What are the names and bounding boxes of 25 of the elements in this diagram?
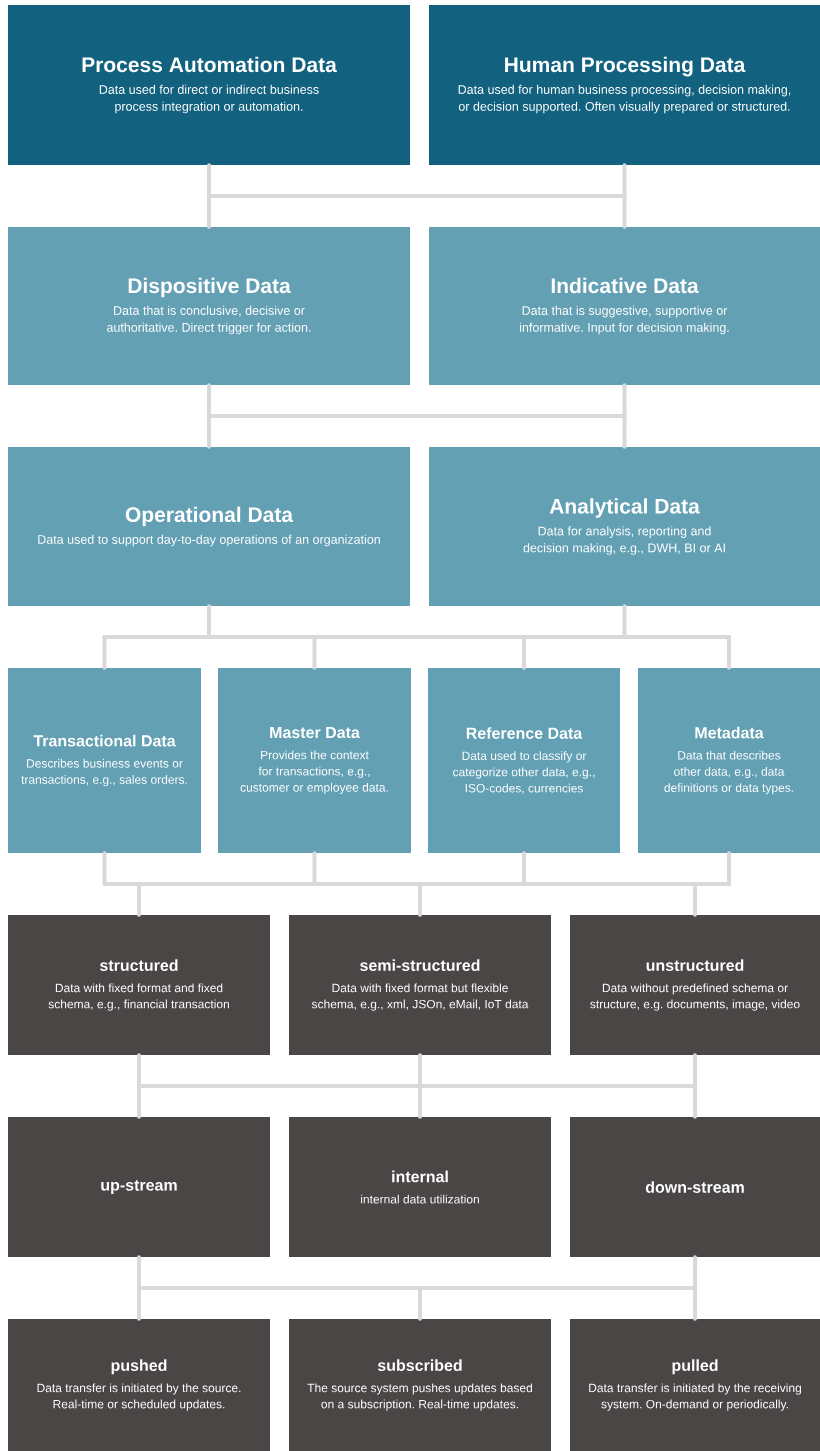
category-box: Master Data Provides the context for transactions, e.g., customer or employee data.: [218, 668, 411, 853]
category-box: Human Processing Data Data used for human business processing, decision making, or decision supported. Often visually prepared or structured.: [429, 5, 820, 165]
connector-line: [102, 604, 731, 670]
category-box: up-stream: [8, 1117, 270, 1257]
category-box: Metadata Data that describes other data, e.g., data definitions or data types.: [638, 668, 820, 853]
category-box: down-stream: [570, 1117, 820, 1257]
connector-line: [137, 1255, 697, 1321]
category-box: structured Data with fixed format and fixed schema, e.g., financial transaction: [8, 915, 270, 1055]
category-box: subscribed The source system pushes updates based on a subscription. Real-time updates.: [289, 1319, 551, 1451]
category-box: pulled Data transfer is initiated by the receiving system. On-demand or periodically.: [570, 1319, 820, 1451]
category-box: Indicative Data Data that is suggestive, supportive or informative. Input for decision making.: [429, 227, 820, 385]
category-box: Reference Data Data used to classify or categorize other data, e.g., ISO-codes, currencies: [428, 668, 620, 853]
category-box: pushed Data transfer is initiated by the source. Real-time or scheduled updates.: [8, 1319, 270, 1451]
category-box: Dispositive Data Data that is conclusive, decisive or authoritative. Direct trigger for action.: [8, 227, 410, 385]
category-box: Operational Data Data used to support day-to-day operations of an organization: [8, 447, 410, 606]
connector-line: [102, 851, 731, 917]
category-box: unstructured Data without predefined schema or structure, e.g. documents, image, video: [570, 915, 820, 1055]
category-box: Transactional Data Describes business events or transactions, e.g., sales orders.: [8, 668, 201, 853]
connector-line: [207, 163, 627, 229]
connector-line: [137, 1053, 697, 1119]
category-box: Analytical Data Data for analysis, reporting and decision making, e.g., DWH, BI or AI: [429, 447, 820, 606]
category-box: Process Automation Data Data used for direct or indirect business process integration or automation.: [8, 5, 410, 165]
connector-line: [207, 383, 627, 449]
category-box: internal internal data utilization: [289, 1117, 551, 1257]
category-box: semi-structured Data with fixed format but flexible schema, e.g., xml, JSOn, eMail, IoT data: [289, 915, 551, 1055]
